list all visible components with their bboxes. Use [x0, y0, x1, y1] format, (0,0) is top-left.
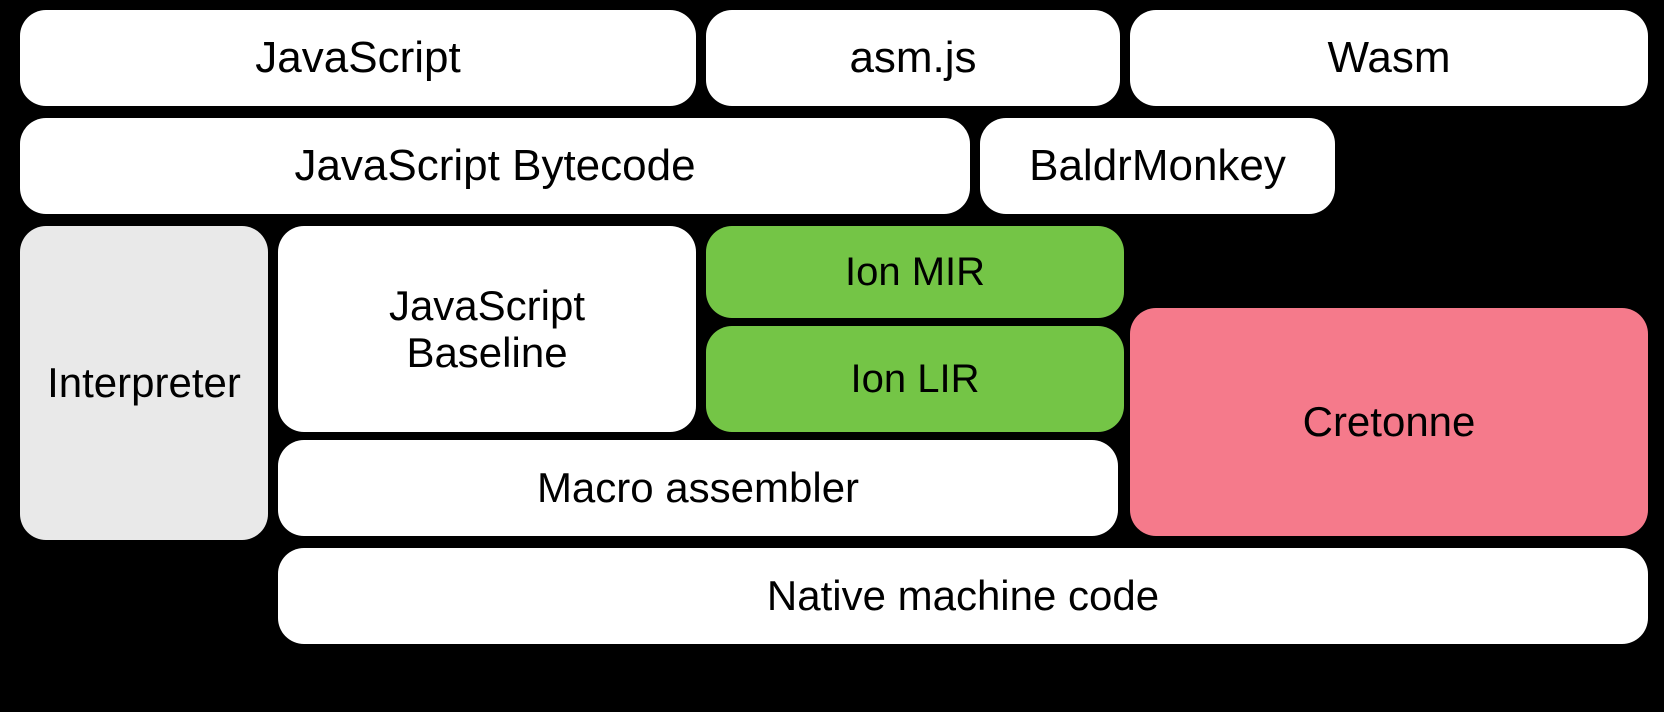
node-asm-js: asm.js — [706, 10, 1120, 106]
node-ion-lir: Ion LIR — [706, 326, 1124, 432]
node-baldrmonkey: BaldrMonkey — [980, 118, 1335, 214]
node-label-baldrmonkey: BaldrMonkey — [1029, 141, 1286, 191]
node-cretonne: Cretonne — [1130, 308, 1648, 536]
node-native-machine-code: Native machine code — [278, 548, 1648, 644]
node-macro-assembler: Macro assembler — [278, 440, 1118, 536]
node-label-wasm: Wasm — [1327, 33, 1451, 83]
node-javascript: JavaScript — [20, 10, 696, 106]
node-label-interpreter: Interpreter — [47, 359, 241, 407]
node-javascript-baseline: JavaScript Baseline — [278, 226, 696, 432]
node-label-javascript: JavaScript — [255, 33, 461, 83]
node-label-macro-assembler: Macro assembler — [536, 464, 860, 512]
node-ion-mir: Ion MIR — [706, 226, 1124, 318]
node-label-native-machine-code: Native machine code — [766, 572, 1160, 620]
node-label-ion-mir: Ion MIR — [844, 249, 986, 294]
node-label-javascript-bytecode: JavaScript Bytecode — [294, 141, 696, 191]
node-label-javascript-baseline: JavaScript Baseline — [388, 281, 586, 376]
node-label-cretonne: Cretonne — [1302, 398, 1476, 446]
node-label-ion-lir: Ion LIR — [850, 356, 980, 401]
node-interpreter: Interpreter — [20, 226, 268, 540]
node-wasm: Wasm — [1130, 10, 1648, 106]
node-javascript-bytecode: JavaScript Bytecode — [20, 118, 970, 214]
node-label-asm-js: asm.js — [849, 33, 977, 83]
